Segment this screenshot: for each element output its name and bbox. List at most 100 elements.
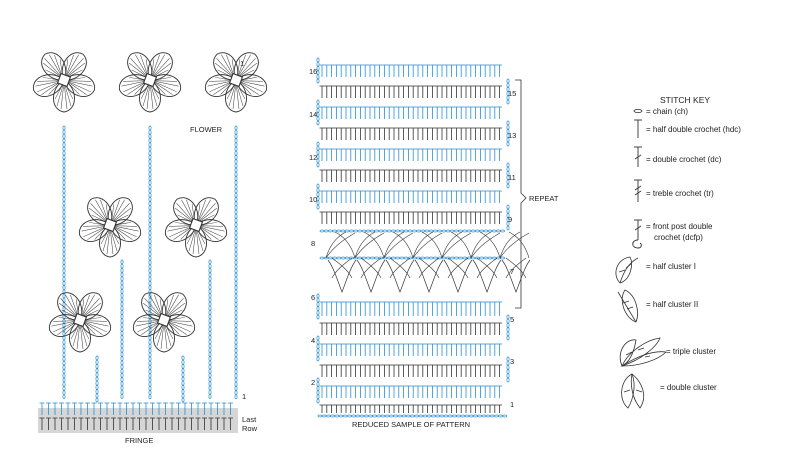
- hdc-stitch: [377, 343, 383, 356]
- hdc-stitch: [348, 404, 354, 413]
- hdc-stitch: [405, 64, 411, 77]
- hdc-stitch: [372, 148, 378, 161]
- chain-stitch: [62, 234, 66, 240]
- hdc-stitch: [357, 190, 363, 203]
- hdc-stitch: [357, 127, 363, 140]
- chain-stitch: [234, 243, 238, 248]
- hdc-stitch: [492, 127, 498, 140]
- key-half-cluster-i-label: = half cluster I: [646, 262, 696, 271]
- cluster-cross: [505, 257, 527, 279]
- hdc-stitch: [401, 148, 407, 161]
- chain-stitch: [500, 256, 505, 260]
- hdc-stitch: [391, 190, 397, 203]
- cluster-arc: [441, 231, 472, 259]
- chain-stitch: [120, 310, 124, 315]
- chain-stitch: [148, 360, 152, 366]
- hdc-stitch: [391, 85, 397, 98]
- hdc-stitch: [401, 106, 407, 119]
- chain-stitch: [506, 331, 510, 337]
- chain-stitch: [95, 372, 99, 378]
- hdc-stitch: [362, 190, 368, 203]
- chain-stitch: [317, 414, 323, 418]
- chain-stitch: [370, 256, 375, 260]
- chain-stitch: [403, 229, 409, 233]
- chain-stitch: [234, 339, 238, 345]
- chain-stitch: [234, 276, 238, 282]
- chain-stitch: [148, 222, 152, 227]
- chain-stitch: [148, 201, 152, 206]
- hdc-stitch: [410, 190, 416, 203]
- chain-stitch: [120, 394, 124, 399]
- chain-stitch: [181, 355, 185, 361]
- chain-stitch: [148, 243, 152, 248]
- hdc-stitch: [353, 169, 359, 182]
- chain-stitch: [120, 297, 124, 303]
- hdc-stitch: [319, 364, 325, 377]
- chain-stitch: [234, 163, 238, 169]
- hdc-stitch: [468, 301, 474, 316]
- hdc-stitch: [458, 211, 464, 224]
- chain-stitch: [148, 365, 152, 370]
- hdc-stitch: [492, 85, 498, 98]
- hdc-stitch: [386, 404, 392, 413]
- chain-stitch: [506, 369, 510, 374]
- chain-stitch: [234, 289, 238, 295]
- chain-stitch: [323, 229, 329, 233]
- chain-stitch: [401, 414, 407, 418]
- chain-stitch: [120, 331, 124, 336]
- flower-center: [102, 217, 118, 233]
- hdc-stitch: [367, 301, 373, 316]
- chain-stitch: [382, 229, 388, 233]
- chain-stitch: [95, 376, 99, 382]
- hdc-stitch: [473, 106, 479, 119]
- hdc-stitch: [357, 148, 363, 161]
- chain-stitch: [234, 234, 238, 240]
- hdc-stitch: [319, 190, 325, 203]
- hdc-stitch: [202, 417, 207, 430]
- chain-stitch: [506, 166, 510, 172]
- hdc-stitch: [473, 301, 479, 316]
- chain-stitch: [62, 155, 66, 160]
- chain-stitch: [506, 314, 510, 320]
- hdc-stitch: [497, 404, 503, 413]
- chain-stitch: [458, 229, 463, 233]
- cluster-cross: [447, 257, 469, 279]
- hdc-stitch: [444, 364, 450, 377]
- hdc-stitch: [391, 301, 397, 316]
- chain-stitch: [120, 381, 124, 387]
- hdc-stitch: [453, 190, 459, 203]
- chain-stitch: [148, 209, 152, 215]
- chain-stitch: [234, 201, 238, 206]
- hdc-stitch: [52, 417, 58, 430]
- chain-stitch: [62, 125, 66, 131]
- chain-stitch: [483, 229, 489, 233]
- chain-stitch: [456, 414, 461, 418]
- chain-stitch: [234, 390, 238, 395]
- chain-stitch: [62, 394, 66, 400]
- chain-stitch: [433, 229, 438, 233]
- hdc-stitch: [324, 343, 330, 356]
- chain-stitch: [120, 377, 124, 382]
- hdc-stitch: [439, 404, 445, 413]
- hdc-stitch: [420, 190, 426, 203]
- hdc-stitch: [410, 301, 416, 316]
- hdc-stitch: [377, 364, 383, 377]
- chain-stitch: [321, 414, 327, 418]
- hdc-stitch: [415, 190, 421, 203]
- chain-stitch: [506, 365, 510, 370]
- hdc-stitch: [348, 211, 354, 224]
- hdc-stitch: [357, 85, 363, 98]
- hdc-stitch: [477, 364, 483, 377]
- hdc-stitch: [458, 322, 464, 335]
- chain-stitch: [148, 247, 152, 253]
- hdc-stitch: [429, 322, 435, 335]
- hdc-stitch: [487, 211, 493, 224]
- chain-stitch: [420, 256, 426, 260]
- chain-stitch: [120, 289, 124, 294]
- hdc-stitch: [468, 64, 474, 77]
- hdc-stitch: [468, 343, 474, 356]
- chain-stitch: [359, 414, 365, 418]
- hdc-stitch: [415, 301, 421, 316]
- fringe-cords: [62, 125, 238, 403]
